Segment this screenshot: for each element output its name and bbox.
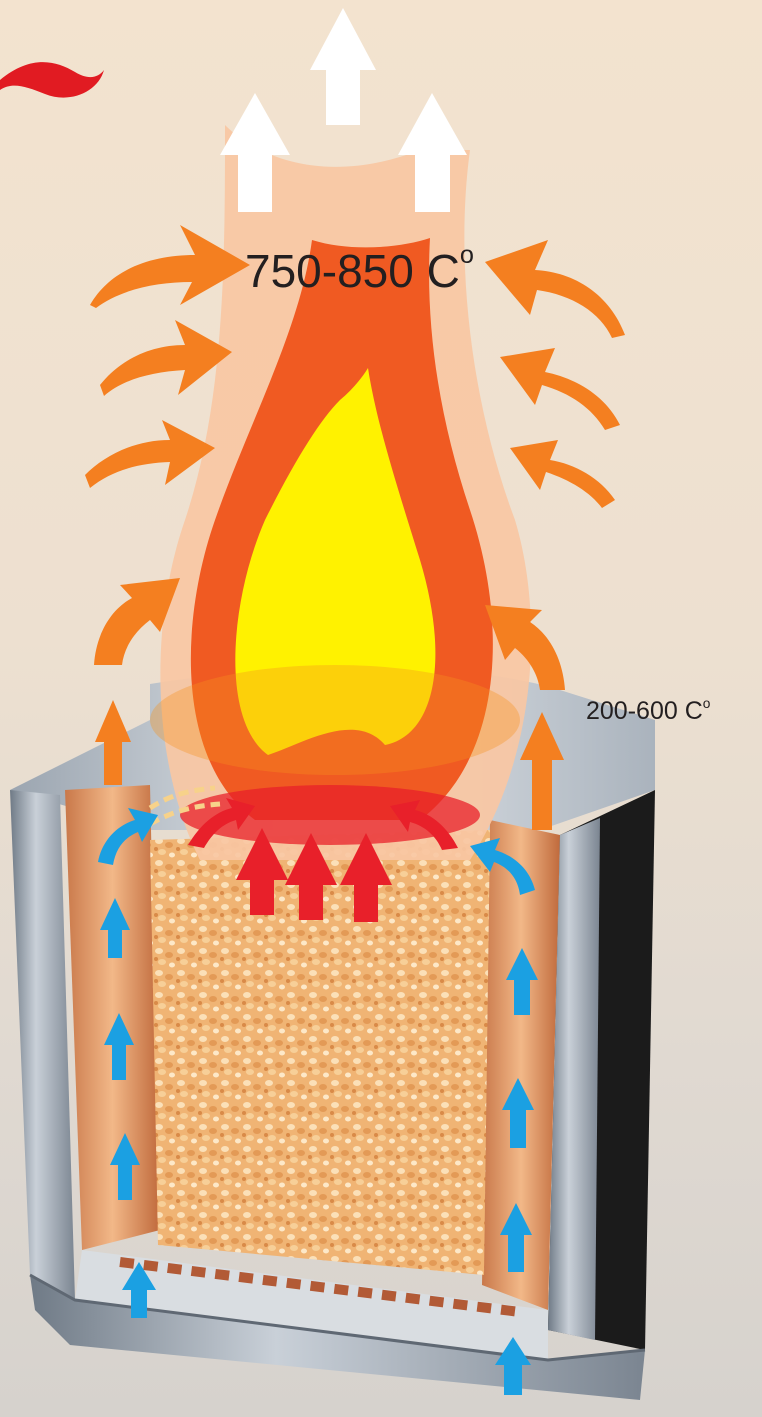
flame-temperature-label: 750-850 Co <box>245 244 474 298</box>
white-up-arrow-icon <box>310 8 376 125</box>
orange-curved-arrow-icon <box>100 320 232 396</box>
orange-curved-arrow-icon <box>510 440 615 508</box>
flame <box>150 125 531 860</box>
orange-curved-arrow-icon <box>85 420 215 488</box>
red-swoosh-logo <box>0 62 104 97</box>
orange-curved-arrow-icon <box>485 240 625 338</box>
wall-temperature-label: 200-600 Co <box>586 697 710 726</box>
orange-curved-arrow-icon <box>500 348 620 430</box>
